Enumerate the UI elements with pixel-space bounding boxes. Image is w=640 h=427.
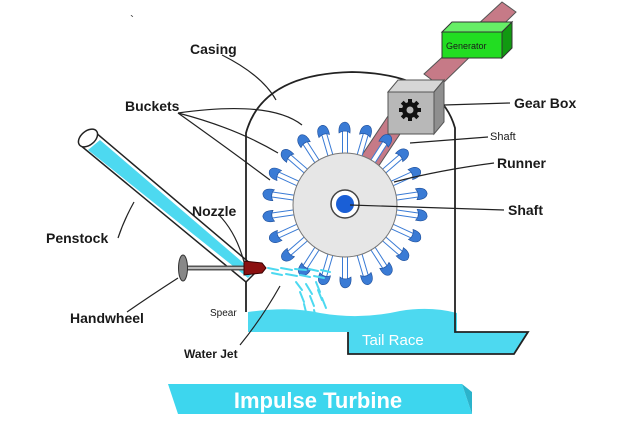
bucket xyxy=(262,209,297,223)
bucket xyxy=(388,222,422,243)
bucket xyxy=(268,167,302,188)
water-jet-streak xyxy=(303,303,307,313)
tail-race-water xyxy=(248,308,528,354)
bucket xyxy=(393,208,428,222)
tail-race-label: Tail Race xyxy=(362,332,424,349)
shaft-upper-label: Shaft xyxy=(490,131,516,143)
water-jet-streak xyxy=(267,267,279,271)
stray-mark: ` xyxy=(130,13,134,27)
buckets-ring xyxy=(262,121,428,289)
water-jet-streak xyxy=(308,268,319,272)
bucket xyxy=(339,254,352,289)
bucket xyxy=(262,188,297,202)
handwheel xyxy=(178,254,248,282)
diagram-title: Impulse Turbine xyxy=(234,388,402,413)
spear-label: Spear xyxy=(210,308,237,319)
water-jet-streak xyxy=(294,268,307,271)
water-jet-streak xyxy=(313,309,317,319)
water-jet-streak xyxy=(299,291,305,303)
gear-box xyxy=(386,78,446,136)
water-jet-streak xyxy=(280,267,293,271)
bucket xyxy=(356,124,372,159)
title-bar xyxy=(168,384,472,414)
leader-lines xyxy=(117,54,511,346)
bucket xyxy=(380,235,410,261)
bucket xyxy=(393,187,428,201)
water-jet-streak xyxy=(299,274,311,278)
generator-label: Generator xyxy=(446,41,487,51)
generator xyxy=(440,20,514,60)
handwheel-label: Handwheel xyxy=(70,310,144,326)
tail-race-outline xyxy=(347,312,530,355)
bucket xyxy=(380,148,409,175)
gear-box-label: Gear Box xyxy=(514,95,576,111)
water-jet-streak xyxy=(321,297,327,309)
runner-label: Runner xyxy=(497,155,547,171)
bucket xyxy=(317,125,334,159)
bucket xyxy=(318,251,334,286)
water-jet-streak xyxy=(285,273,298,277)
casing-label: Casing xyxy=(190,41,237,57)
water-jet-streak xyxy=(307,313,311,323)
nozzle xyxy=(243,260,267,276)
water-jet-streak xyxy=(271,272,283,276)
water-jet-streak xyxy=(309,295,315,307)
water-jet-streak xyxy=(295,281,303,291)
water-jet-streak xyxy=(313,275,325,279)
water-jet-streak xyxy=(315,281,321,293)
water-jet-streak xyxy=(320,269,331,273)
buckets-label: Buckets xyxy=(125,98,180,114)
water-jet-spray xyxy=(267,267,331,323)
nozzle-label: Nozzle xyxy=(192,203,237,219)
water-jet-label: Water Jet xyxy=(184,347,238,361)
shaft-center-label: Shaft xyxy=(508,202,543,218)
bucket xyxy=(369,245,393,276)
water-jet-streak xyxy=(305,283,313,295)
bucket xyxy=(338,121,351,156)
shaft-center xyxy=(336,195,354,213)
gear-icon xyxy=(399,99,421,121)
penstock-label: Penstock xyxy=(46,230,108,246)
bucket xyxy=(356,251,373,285)
